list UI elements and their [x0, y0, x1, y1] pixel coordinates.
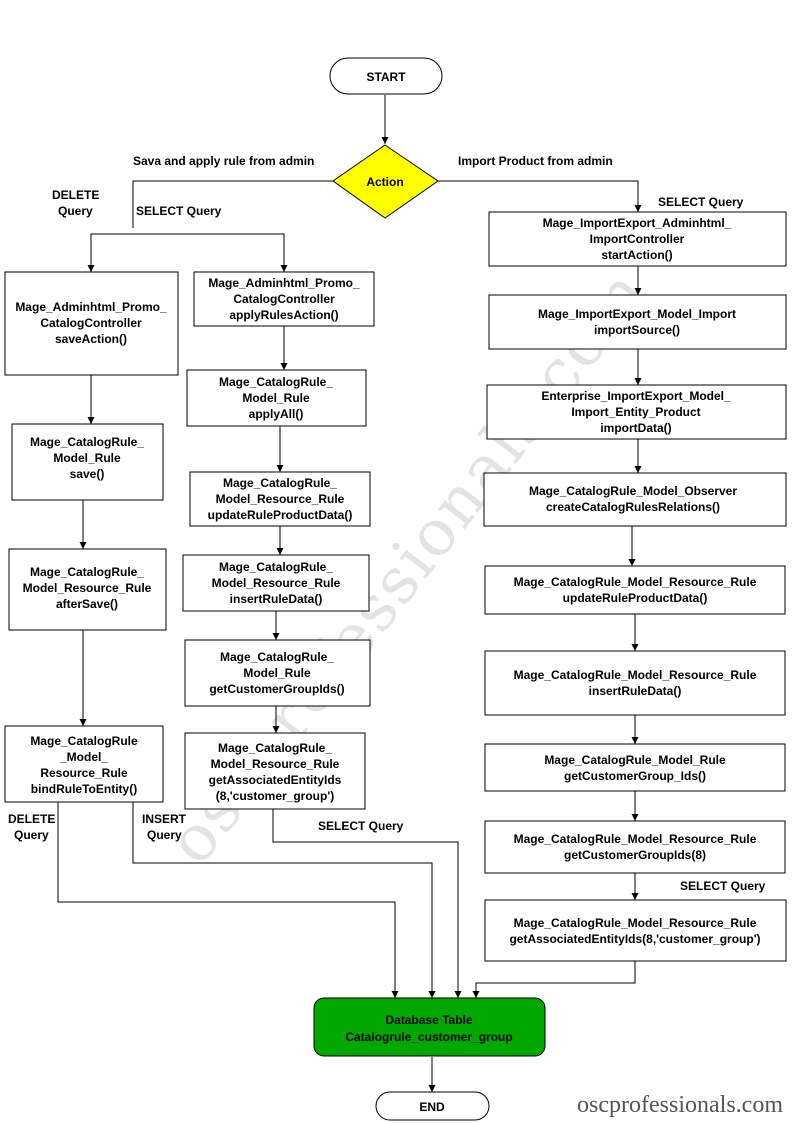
label-select-query-right-top: SELECT Query: [658, 195, 744, 209]
end-label: END: [419, 1100, 445, 1114]
node-line: Mage_CatalogRule_: [218, 741, 332, 755]
node-line: _Model_: [59, 750, 108, 764]
label-delete-query-bottom-1: DELETE: [8, 812, 55, 826]
node-line: ImportController: [590, 232, 685, 246]
connectors: [57, 95, 642, 1092]
node-mid-associated-entity-ids: Mage_CatalogRule_ Model_Resource_Rule ge…: [184, 732, 366, 810]
node-line: Mage_ImportExport_Model_Import: [538, 307, 736, 321]
label-delete-query-bottom-2: Query: [14, 828, 49, 842]
node-line: importData(): [600, 421, 671, 435]
node-line: updateRuleProductData(): [563, 591, 708, 605]
database-table-name: Catalogrule_customer_group: [345, 1030, 512, 1044]
node-mid-update-rule-product: Mage_CatalogRule_ Model_Resource_Rule up…: [189, 471, 371, 527]
label-select-query-right-bottom: SELECT Query: [680, 879, 766, 893]
node-line: CatalogController: [233, 292, 335, 306]
node-line: getAssociatedEntityIds(8,'customer_group…: [509, 932, 760, 946]
node-line: Mage_CatalogRule_Model_Resource_Rule: [514, 916, 757, 930]
node-left-save-action: Mage_Adminhtml_Promo_ CatalogController …: [4, 271, 179, 376]
node-line: insertRuleData(): [230, 592, 323, 606]
node-line: Mage_CatalogRule_Model_Resource_Rule: [514, 668, 757, 682]
node-line: applyAll(): [249, 407, 304, 421]
database-table-node: Database Table Catalogrule_customer_grou…: [313, 997, 546, 1057]
action-decision: Action: [332, 144, 439, 219]
label-insert-query-2: Query: [147, 828, 182, 842]
node-right-customer-group-ids-8: Mage_CatalogRule_Model_Resource_Rule get…: [484, 820, 786, 874]
node-line: Model_Resource_Rule: [212, 576, 341, 590]
node-right-associated-entity-ids: Mage_CatalogRule_Model_Resource_Rule get…: [484, 899, 787, 962]
node-line: importSource(): [594, 323, 680, 337]
node-line: save(): [70, 467, 105, 481]
node-line: Mage_Adminhtml_Promo_: [15, 300, 167, 314]
node-mid-insert-rule-data: Mage_CatalogRule_ Model_Resource_Rule in…: [182, 554, 370, 612]
node-line: applyRulesAction(): [229, 308, 338, 322]
label-save-apply: Sava and apply rule from admin: [133, 154, 314, 168]
node-line: Model_Rule: [242, 391, 310, 405]
node-mid-apply-rules: Mage_Adminhtml_Promo_ CatalogController …: [193, 271, 375, 327]
node-line: afterSave(): [56, 597, 118, 611]
node-right-start-action: Mage_ImportExport_Adminhtml_ ImportContr…: [488, 211, 787, 267]
label-select-query-mid: SELECT Query: [318, 819, 404, 833]
node-right-observer: Mage_CatalogRule_Model_Observer createCa…: [483, 472, 787, 527]
label-delete-query-top-1: DELETE: [52, 188, 99, 202]
action-label: Action: [366, 175, 403, 189]
node-mid-apply-all: Mage_CatalogRule_ Model_Rule applyAll(): [186, 369, 367, 427]
node-line: CatalogController: [40, 316, 142, 330]
node-line: getCustomerGroup_Ids(): [564, 769, 706, 783]
node-line: Mage_CatalogRule_: [223, 476, 337, 490]
node-line: Mage_CatalogRule_Model_Resource_Rule: [514, 832, 757, 846]
node-line: Mage_CatalogRule_: [30, 565, 144, 579]
start-label: START: [366, 70, 406, 84]
node-line: Mage_CatalogRule_: [220, 650, 334, 664]
node-line: Model_Rule: [53, 451, 121, 465]
node-line: startAction(): [601, 248, 672, 262]
node-line: Mage_CatalogRule: [30, 734, 138, 748]
label-import-product: Import Product from admin: [458, 154, 613, 168]
node-left-after-save: Mage_CatalogRule_ Model_Resource_Rule af…: [8, 548, 167, 631]
node-right-update-rule-product: Mage_CatalogRule_Model_Resource_Rule upd…: [484, 565, 786, 615]
node-left-bind-rule: Mage_CatalogRule _Model_ Resource_Rule b…: [4, 725, 164, 803]
node-line: getCustomerGroupIds(): [209, 682, 344, 696]
node-right-import-data: Enterprise_ImportExport_Model_ Import_En…: [486, 384, 787, 440]
label-insert-query-1: INSERT: [142, 812, 187, 826]
node-line: Mage_ImportExport_Adminhtml_: [543, 216, 732, 230]
label-delete-query-top-2: Query: [58, 204, 93, 218]
brand-footer: oscprofessionals.com: [577, 1092, 783, 1118]
start-terminator: START: [329, 57, 443, 95]
node-line: Mage_CatalogRule_: [219, 560, 333, 574]
node-line: Mage_CatalogRule_: [219, 375, 333, 389]
node-line: Enterprise_ImportExport_Model_: [541, 389, 731, 403]
node-line: Resource_Rule: [40, 766, 128, 780]
node-line: Mage_CatalogRule_Model_Observer: [529, 484, 737, 498]
node-line: Model_Resource_Rule: [216, 492, 345, 506]
node-left-rule-save: Mage_CatalogRule_ Model_Rule save(): [11, 423, 164, 501]
node-mid-customer-group-ids: Mage_CatalogRule_ Model_Rule getCustomer…: [184, 639, 371, 707]
node-line: Model_Resource_Rule: [211, 757, 340, 771]
node-line: Mage_CatalogRule_Model_Rule: [544, 753, 726, 767]
node-line: Model_Rule: [243, 666, 311, 680]
node-right-import-source: Mage_ImportExport_Model_Import importSou…: [488, 294, 787, 350]
node-line: Model_Resource_Rule: [23, 581, 152, 595]
node-line: getCustomerGroupIds(8): [564, 848, 706, 862]
node-line: getAssociatedEntityIds: [209, 773, 342, 787]
database-title: Database Table: [385, 1013, 472, 1027]
node-line: saveAction(): [55, 332, 127, 346]
node-line: Import_Entity_Product: [571, 405, 700, 419]
node-line: Mage_CatalogRule_: [30, 435, 144, 449]
node-line: insertRuleData(): [589, 684, 682, 698]
node-line: (8,'customer_group'): [216, 789, 334, 803]
node-right-insert-rule-data: Mage_CatalogRule_Model_Resource_Rule ins…: [484, 650, 786, 716]
node-line: bindRuleToEntity(): [31, 782, 137, 796]
label-select-query-left: SELECT Query: [136, 204, 222, 218]
node-line: updateRuleProductData(): [208, 508, 353, 522]
node-line: Mage_Adminhtml_Promo_: [208, 276, 360, 290]
node-right-customer-group-ids: Mage_CatalogRule_Model_Rule getCustomerG…: [484, 743, 786, 792]
node-line: createCatalogRulesRelations(): [546, 500, 720, 514]
end-terminator: END: [375, 1091, 490, 1121]
node-line: Mage_CatalogRule_Model_Resource_Rule: [514, 575, 757, 589]
